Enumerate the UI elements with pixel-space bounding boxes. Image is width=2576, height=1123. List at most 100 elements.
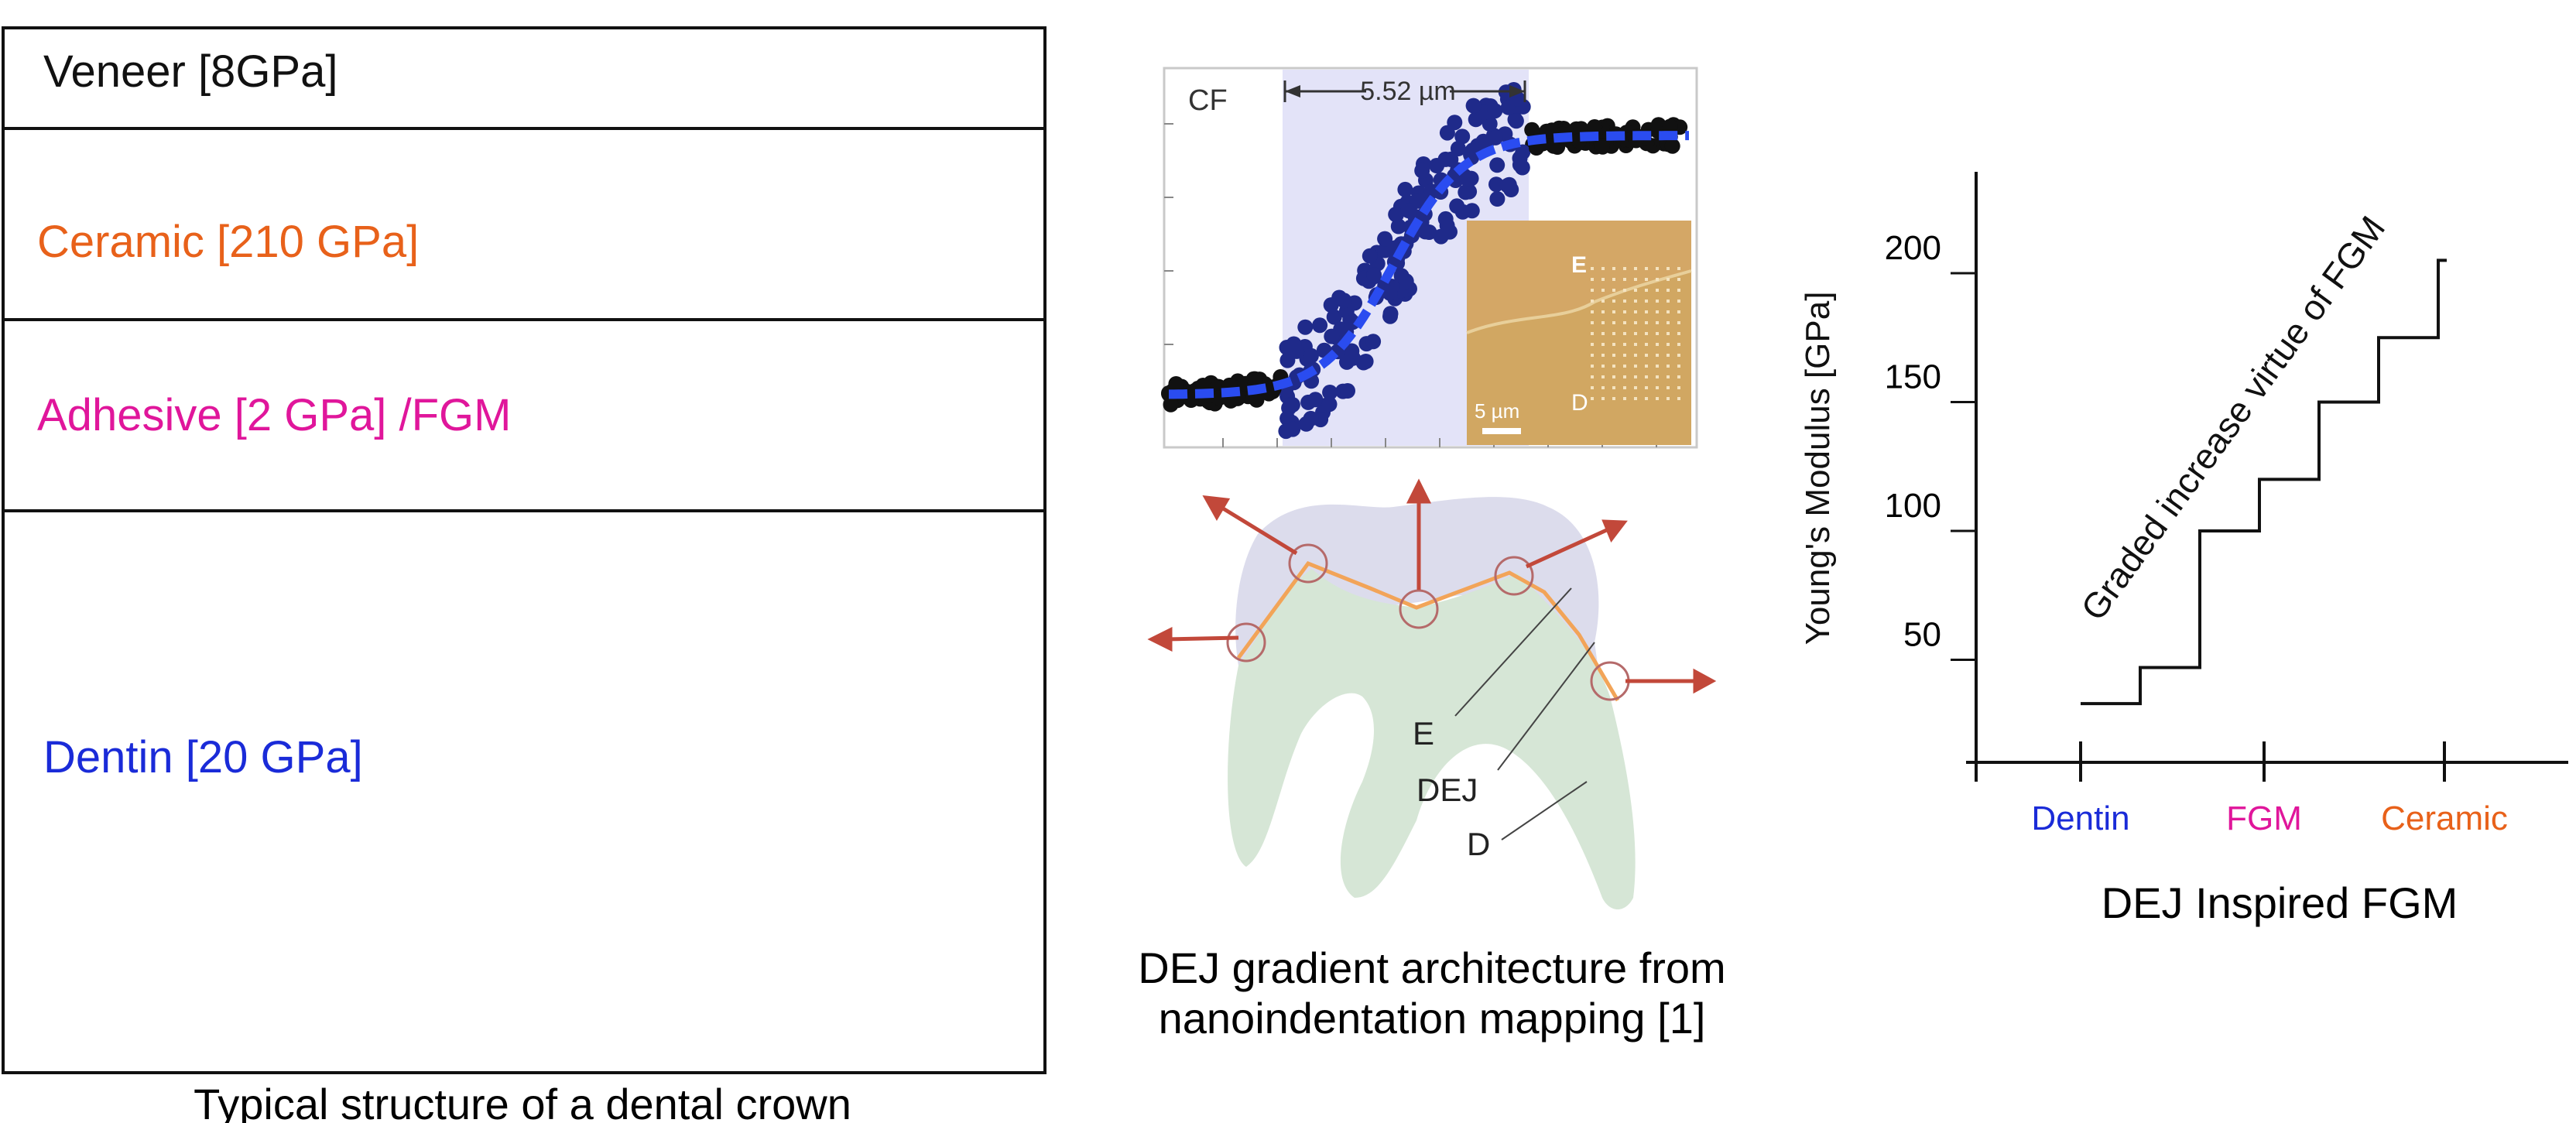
- scatter-point: [1421, 224, 1437, 240]
- scale-bar: [1482, 428, 1521, 434]
- tooth-label-d: D: [1467, 826, 1490, 862]
- indent-mark: [1612, 300, 1615, 303]
- scatter-point: [1278, 423, 1294, 440]
- indent-mark: [1612, 354, 1615, 357]
- scatter-point: [1321, 396, 1338, 413]
- scatter-point: [1489, 191, 1506, 207]
- scatter-point: [1594, 138, 1610, 154]
- y-tick-label: 50: [1903, 616, 1941, 654]
- dej-boundary-line: [1236, 560, 1620, 702]
- indent-mark: [1677, 310, 1680, 313]
- scatter-point: [1388, 207, 1404, 223]
- indent-mark: [1634, 300, 1637, 303]
- indent-mark: [1667, 343, 1670, 346]
- indent-mark: [1645, 397, 1648, 400]
- scatter-point: [1382, 285, 1398, 301]
- indent-mark: [1601, 267, 1605, 270]
- indent-mark: [1645, 310, 1648, 313]
- crown-outline: [2, 26, 1046, 1074]
- scatter-point: [1459, 171, 1475, 187]
- x-category-label-ceramic: Ceramic: [2381, 799, 2508, 837]
- indent-mark: [1634, 278, 1637, 281]
- scatter-point: [1377, 242, 1393, 258]
- indent-mark: [1645, 365, 1648, 368]
- indent-mark: [1591, 278, 1594, 281]
- scatter-point: [1524, 122, 1540, 138]
- indent-mark: [1667, 267, 1670, 270]
- indent-mark: [1591, 310, 1594, 313]
- y-tick-label: 150: [1885, 358, 1941, 396]
- indent-mark: [1623, 289, 1626, 292]
- indent-mark: [1634, 289, 1637, 292]
- scatter-point: [1454, 128, 1471, 145]
- scatter-point: [1322, 385, 1338, 400]
- indent-mark: [1677, 300, 1680, 303]
- nanoindentation-plot: CF 5.52 µm E D 5 µm: [1161, 67, 1698, 449]
- scatter-point: [1303, 410, 1319, 426]
- scatter-point: [1429, 158, 1445, 173]
- indent-mark: [1645, 343, 1648, 346]
- scatter-point: [1508, 113, 1524, 129]
- scatter-point: [1400, 203, 1416, 219]
- indent-mark: [1612, 321, 1615, 324]
- indent-mark: [1601, 343, 1605, 346]
- scatter-point: [1312, 317, 1328, 334]
- scatter-point: [1433, 228, 1449, 245]
- indent-mark: [1623, 375, 1626, 378]
- indent-mark: [1612, 343, 1615, 346]
- micrograph-e-label: E: [1571, 252, 1587, 278]
- dej-caption-line2: nanoindentation mapping [1]: [1159, 994, 1706, 1043]
- layer-adhesive-label: Adhesive [2 GPa] /FGM: [37, 390, 511, 440]
- indent-mark: [1656, 267, 1659, 270]
- indent-mark: [1656, 278, 1659, 281]
- indent-mark: [1656, 300, 1659, 303]
- indent-mark: [1634, 365, 1637, 368]
- layer-dentin-label: Dentin [20 GPa]: [43, 732, 363, 782]
- scatter-point: [1300, 394, 1317, 410]
- indent-mark: [1601, 332, 1605, 335]
- scatter-point: [1366, 267, 1382, 283]
- indent-mark: [1623, 397, 1626, 400]
- indent-mark: [1591, 289, 1594, 292]
- indent-mark: [1667, 397, 1670, 400]
- indent-mark: [1623, 321, 1626, 324]
- width-dimension-arrow: 5.52 µm: [1283, 74, 1526, 106]
- scatter-point: [1488, 176, 1504, 193]
- afm-micrograph: E D 5 µm: [1466, 221, 1692, 445]
- indent-mark: [1634, 386, 1637, 389]
- indent-mark: [1667, 289, 1670, 292]
- indent-mark: [1601, 365, 1605, 368]
- indent-mark: [1634, 354, 1637, 357]
- indent-mark: [1634, 267, 1637, 270]
- indent-mark: [1601, 354, 1605, 357]
- indent-mark: [1623, 278, 1626, 281]
- indent-mark: [1601, 321, 1605, 324]
- leader-lines: [1454, 587, 1595, 841]
- indent-mark: [1667, 354, 1670, 357]
- scatter-point: [1168, 376, 1184, 392]
- indent-mark: [1623, 354, 1626, 357]
- layer-veneer-label: Veneer [8GPa]: [43, 46, 337, 97]
- scatter-point: [1344, 343, 1360, 359]
- scatter-point: [1336, 293, 1352, 309]
- indent-mark: [1591, 321, 1594, 324]
- scatter-point: [1410, 193, 1426, 209]
- scatter-point: [1458, 184, 1474, 200]
- sigmoid-fit-curve: [1169, 131, 1689, 399]
- indent-mark: [1601, 278, 1605, 281]
- indent-mark: [1667, 365, 1670, 368]
- scatter-point: [1512, 156, 1528, 173]
- indent-mark: [1623, 310, 1626, 313]
- indent-mark: [1645, 267, 1648, 270]
- scatter-point: [1664, 138, 1680, 154]
- indent-mark: [1677, 397, 1680, 400]
- indent-mark: [1677, 354, 1680, 357]
- indent-mark: [1645, 386, 1648, 389]
- scatter-point: [1489, 157, 1506, 173]
- indent-mark: [1623, 300, 1626, 303]
- indent-mark: [1601, 310, 1605, 313]
- scatter-point: [1362, 248, 1378, 264]
- tooth-label-e: E: [1413, 715, 1434, 752]
